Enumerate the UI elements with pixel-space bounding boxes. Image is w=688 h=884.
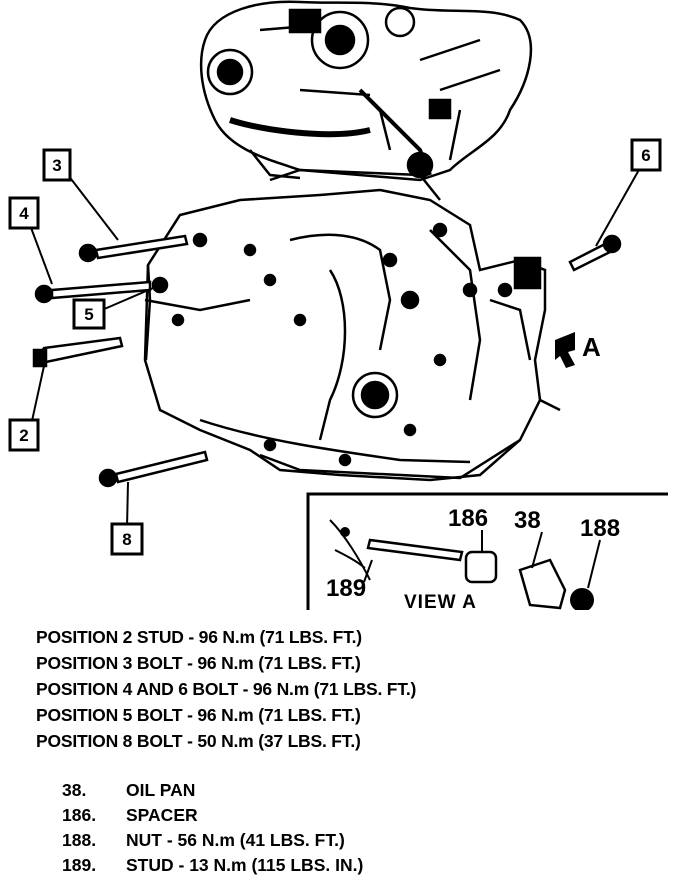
view-a-title: VIEW A <box>404 592 477 610</box>
callout-4: 4 <box>8 196 40 230</box>
legend-item: 189. STUD - 13 N.m (115 LBS. IN.) <box>36 853 596 878</box>
callout-3: 3 <box>42 148 72 182</box>
legend-number: 188. <box>62 830 97 850</box>
callout-8: 8 <box>110 522 144 556</box>
view-a-direction-arrow: A <box>555 332 601 368</box>
bolt-6 <box>568 234 622 272</box>
callout-6: 6 <box>630 138 662 172</box>
view-a-label-189: 189 <box>326 575 366 602</box>
svg-text:8: 8 <box>122 530 131 549</box>
legend-description: NUT - 56 N.m (41 LBS. FT.) <box>126 830 345 850</box>
view-a-inset: 186 38 188 189 VIEW A <box>306 492 668 610</box>
legend-number: 38. <box>62 780 87 800</box>
view-a-label-188: 188 <box>580 515 620 542</box>
svg-text:3: 3 <box>52 156 61 175</box>
callout-2: 2 <box>8 418 40 452</box>
svg-text:6: 6 <box>641 146 650 165</box>
stud-2 <box>32 336 124 368</box>
transaxle-mounting-diagram: 3 4 5 2 8 6 A 186 38 188 <box>8 0 668 610</box>
spec-position-2: POSITION 2 STUD - 96 N.m (71 LBS. FT.) <box>36 627 362 647</box>
spec-position-5: POSITION 5 BOLT - 96 N.m (71 LBS. FT.) <box>36 705 361 725</box>
parts-legend: 38. OIL PAN 186. SPACER 188. NUT - 56 N.… <box>36 778 596 878</box>
legend-number: 189. <box>62 855 97 875</box>
bolt-8 <box>98 450 209 488</box>
svg-text:5: 5 <box>84 305 93 324</box>
view-a-label-38: 38 <box>514 507 541 534</box>
svg-text:4: 4 <box>19 204 29 223</box>
legend-description: OIL PAN <box>126 780 196 800</box>
torque-specs: POSITION 2 STUD - 96 N.m (71 LBS. FT.) P… <box>36 624 676 754</box>
fasteners <box>32 234 622 488</box>
legend-description: STUD - 13 N.m (115 LBS. IN.) <box>126 855 364 875</box>
svg-text:A: A <box>582 332 601 362</box>
legend-item: 38. OIL PAN <box>36 778 596 803</box>
legend-item: 188. NUT - 56 N.m (41 LBS. FT.) <box>36 828 596 853</box>
spec-position-3: POSITION 3 BOLT - 96 N.m (71 LBS. FT.) <box>36 653 361 673</box>
engine-illustration <box>199 0 533 182</box>
transaxle-case-illustration <box>143 168 561 482</box>
callout-5: 5 <box>72 298 106 330</box>
legend-description: SPACER <box>126 805 198 825</box>
view-a-label-186: 186 <box>448 505 488 532</box>
bolt-3 <box>78 234 189 263</box>
svg-text:2: 2 <box>19 426 28 445</box>
spec-position-4-6: POSITION 4 AND 6 BOLT - 96 N.m (71 LBS. … <box>36 679 417 699</box>
legend-number: 186. <box>62 805 97 825</box>
spec-position-8: POSITION 8 BOLT - 50 N.m (37 LBS. FT.) <box>36 731 361 751</box>
legend-item: 186. SPACER <box>36 803 596 828</box>
